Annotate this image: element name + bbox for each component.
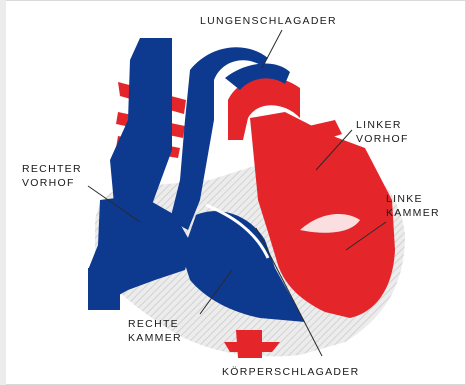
label-left-ventricle-1: LINKE (386, 193, 423, 205)
leader-pulmonary-artery (262, 30, 282, 68)
label-right-atrium-1: RECHTER (22, 163, 82, 175)
inferior-vena-cava (88, 268, 120, 310)
label-right-ventricle-1: RECHTE (128, 318, 179, 330)
label-aorta: KÖRPERSCHLAGADER (222, 366, 360, 378)
label-left-atrium-2: VORHOF (356, 133, 409, 145)
label-right-ventricle-2: KAMMER (128, 332, 182, 344)
label-pulmonary-artery: LUNGENSCHLAGADER (200, 15, 337, 27)
aorta-lower-fork (224, 342, 280, 352)
label-right-atrium-2: VORHOF (22, 177, 75, 189)
label-left-atrium-1: LINKER (356, 119, 402, 131)
label-left-ventricle-2: KAMMER (386, 207, 440, 219)
